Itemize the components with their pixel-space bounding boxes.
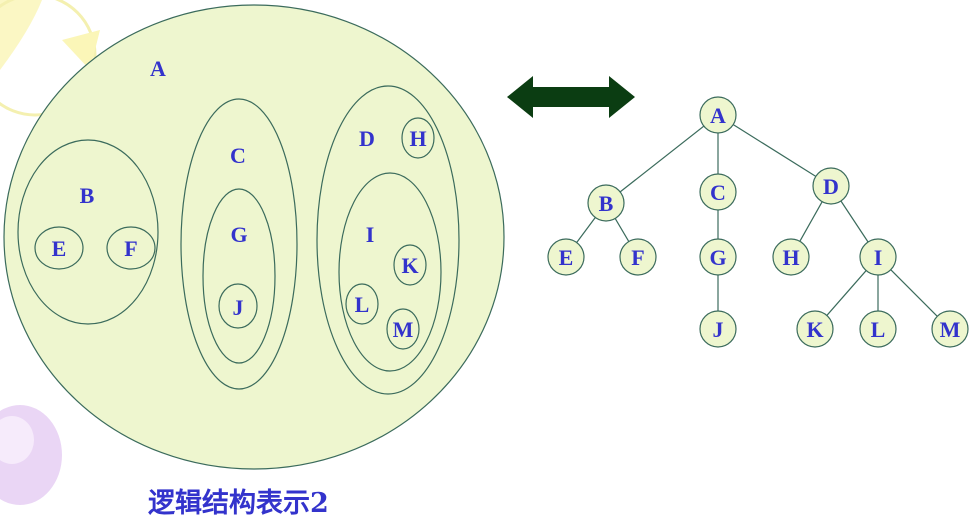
decor-yellow-shape (62, 30, 100, 70)
set-label-C: C (230, 143, 246, 168)
tree-node-G (699, 238, 737, 276)
set-label-K: K (401, 253, 418, 278)
tree-node-A (699, 96, 737, 134)
tree-node-H (772, 238, 810, 276)
set-K (393, 244, 427, 286)
tree-node-C (699, 173, 737, 211)
tree-node-M (931, 310, 969, 348)
tree-node-label-M: M (940, 317, 961, 342)
set-L (345, 283, 379, 325)
tree-node-label-H: H (782, 245, 799, 270)
tree-node-label-A: A (710, 103, 726, 128)
decor-yellow-top (0, 0, 42, 70)
tree-node-label-D: D (823, 174, 839, 199)
tree-node-F (619, 238, 657, 276)
tree-edge-A-D (732, 124, 817, 177)
set-label-F: F (124, 236, 137, 261)
set-E (34, 226, 84, 270)
decor-yellow-ring (0, 0, 97, 117)
tree-edge-B-E (576, 217, 596, 243)
set-label-E: E (52, 236, 67, 261)
tree-node-label-I: I (874, 245, 883, 270)
set-D (316, 85, 460, 395)
tree-edge-D-H (799, 201, 823, 242)
set-label-A: A (150, 56, 166, 81)
tree-node-label-F: F (631, 245, 644, 270)
set-label-M: M (393, 317, 414, 342)
set-A (3, 4, 505, 470)
set-G (202, 188, 276, 364)
set-label-D: D (359, 126, 375, 151)
set-H (401, 117, 435, 159)
tree-node-label-G: G (709, 245, 726, 270)
set-I (338, 172, 442, 372)
set-label-L: L (355, 292, 370, 317)
tree-edge-I-K (826, 270, 867, 316)
tree-node-label-K: K (806, 317, 823, 342)
tree-edge-B-F (614, 218, 630, 242)
tree-edges (576, 124, 938, 317)
set-C (180, 98, 298, 390)
set-label-I: I (366, 222, 375, 247)
tree-node-B (587, 184, 625, 222)
set-F (106, 226, 156, 270)
tree-edge-D-I (840, 200, 869, 243)
diagram-caption: 逻辑结构表示2 (148, 488, 329, 519)
double-arrow-icon (507, 76, 635, 118)
decor-purple-highlight (0, 416, 34, 464)
tree-edge-A-B (619, 125, 705, 193)
tree-node-label-C: C (710, 180, 726, 205)
set-label-G: G (230, 222, 247, 247)
tree-representation: A B C D E F G H I J K L M (547, 96, 969, 348)
set-M (386, 308, 420, 350)
tree-node-L (859, 310, 897, 348)
set-J (218, 283, 258, 329)
tree-node-label-J: J (713, 317, 724, 342)
background-decor (0, 0, 100, 505)
tree-edge-I-M (890, 269, 938, 317)
tree-node-J (699, 310, 737, 348)
tree-node-label-B: B (599, 191, 614, 216)
tree-node-I (859, 238, 897, 276)
tree-node-E (547, 238, 585, 276)
set-B (17, 139, 159, 325)
tree-node-label-E: E (559, 245, 574, 270)
set-label-J: J (233, 295, 244, 320)
set-label-H: H (409, 126, 426, 151)
tree-nodes: A B C D E F G H I J K L M (547, 96, 969, 348)
tree-node-label-L: L (871, 317, 886, 342)
tree-node-K (796, 310, 834, 348)
set-label-B: B (80, 183, 95, 208)
tree-node-D (812, 167, 850, 205)
nested-set-representation: A B E F C G J D H I K L M (3, 4, 505, 470)
